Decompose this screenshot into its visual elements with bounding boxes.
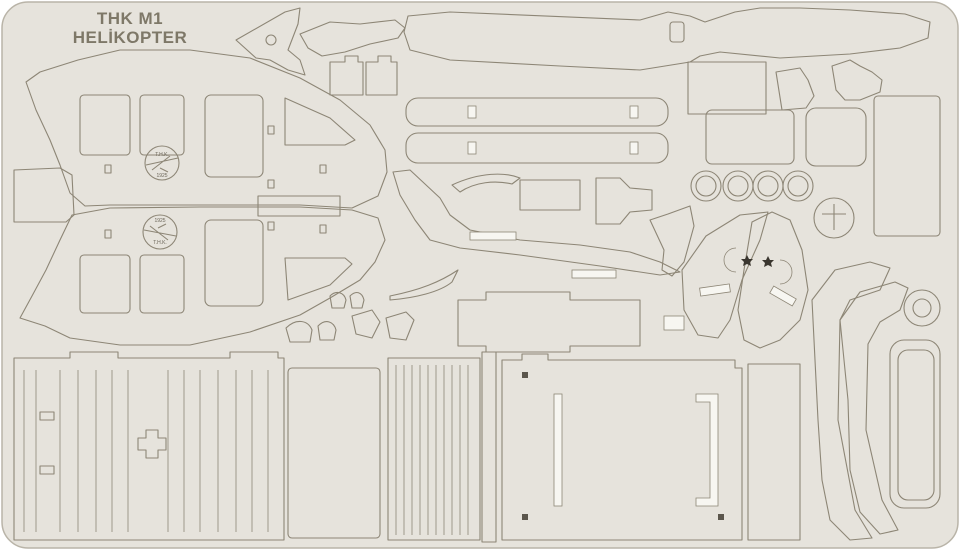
floor-panel-right (387, 357, 481, 541)
skid-strip-2 (405, 132, 669, 164)
fuselage-lower-half (19, 206, 386, 346)
window-lower-2 (139, 254, 185, 314)
paper-tab (469, 231, 517, 241)
tail-stabilizer (389, 269, 459, 301)
center-slot-right (695, 393, 719, 507)
main-rotor-blade (403, 7, 931, 71)
floor-slats-right (395, 365, 469, 535)
crescent-icon (723, 247, 737, 273)
cross-piece-top (831, 59, 883, 101)
floor-slats-left (23, 370, 269, 532)
tail-boom (392, 169, 681, 276)
joint-piece-2 (365, 55, 398, 96)
middle-bracket (457, 291, 641, 353)
curved-piece (775, 67, 815, 111)
wheel-4 (782, 170, 814, 202)
skid-strip-1 (405, 97, 669, 127)
bracket-rect-2 (705, 109, 795, 165)
landing-skid-2 (839, 281, 909, 535)
badge-year-top: 1925 (156, 173, 167, 179)
slot-hole (467, 105, 477, 119)
badge-text-bottom: T.H.K. (153, 240, 167, 246)
window-upper-3 (204, 94, 264, 178)
side-frame (873, 95, 941, 237)
landing-skid-1 (811, 261, 891, 541)
tail-fin-lower (649, 205, 695, 277)
bracket-rect-1 (687, 61, 767, 115)
airplane-emblem-icon (142, 214, 178, 250)
cross-disc (813, 197, 855, 239)
crescent-icon (779, 259, 793, 285)
tail-fin-upper (235, 7, 306, 76)
fuselage-connector (257, 195, 341, 217)
window-lower-3 (204, 219, 264, 307)
window-lower-4 (284, 257, 353, 301)
center-panel (501, 353, 743, 541)
window-upper-1 (79, 94, 131, 156)
center-side-panel (747, 363, 801, 541)
nose-piece (13, 167, 75, 223)
window-lower-1 (79, 254, 131, 314)
cabin-frame (889, 339, 941, 509)
sheet-title-line-2: HELİKOPTER (72, 28, 188, 47)
badge-year-bottom: 1925 (154, 218, 165, 224)
small-piece-4 (385, 311, 415, 341)
rotor-hub-part (519, 179, 581, 211)
small-piece-5 (329, 291, 347, 309)
flag-panel-right (737, 211, 809, 349)
plus-slot (137, 429, 167, 459)
star-icon (762, 256, 774, 267)
floor-panel-left (13, 351, 285, 541)
rotor-cross-part (595, 177, 653, 225)
small-piece-1 (285, 320, 313, 343)
small-piece-6 (349, 291, 365, 309)
tail-boom-piece (299, 19, 406, 57)
badge-text-top: T.H.K. (155, 152, 169, 158)
square-piece (805, 107, 867, 167)
joint-piece-1 (329, 55, 364, 96)
fuselage-upper-half (25, 49, 388, 209)
window-upper-4 (284, 97, 356, 146)
sheet-title-line-1: THK M1 (96, 9, 164, 28)
wheel-1 (690, 170, 722, 202)
star-icon (741, 255, 753, 266)
airplane-emblem-icon (144, 145, 180, 181)
ring-part (903, 289, 941, 327)
window-upper-2 (139, 94, 185, 156)
floor-plain-panel (287, 367, 381, 539)
small-piece-3 (351, 309, 381, 339)
center-slot-left (553, 393, 563, 507)
small-piece-2 (317, 321, 337, 341)
tail-curve (451, 173, 521, 193)
